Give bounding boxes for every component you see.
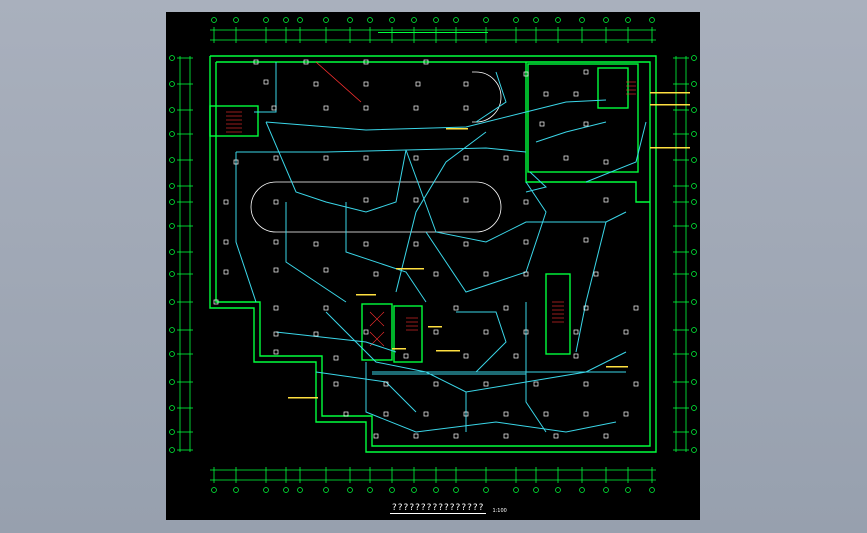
annotation-labels: [288, 32, 690, 399]
grid-axis-ticks-top: [213, 27, 653, 483]
light-fixtures: [213, 59, 639, 439]
electrical-floor-plan: [169, 17, 697, 493]
dimension-lines: [179, 29, 687, 481]
elevator-shafts: [369, 311, 385, 347]
drawing-title-block: ???????????????? 1:100: [390, 500, 507, 514]
drawing-scale: 1:100: [492, 508, 507, 514]
grid-axis-bubbles: [169, 17, 697, 493]
wiring-circuits: [235, 62, 647, 433]
parking-ramps: [250, 61, 502, 233]
building-walls: [209, 55, 657, 453]
drawing-title: ????????????????: [390, 503, 487, 514]
grid-axis-ticks-side: [177, 57, 689, 451]
stair-hatching: [226, 81, 636, 331]
cad-viewport[interactable]: ???????????????? 1:100: [166, 12, 700, 520]
